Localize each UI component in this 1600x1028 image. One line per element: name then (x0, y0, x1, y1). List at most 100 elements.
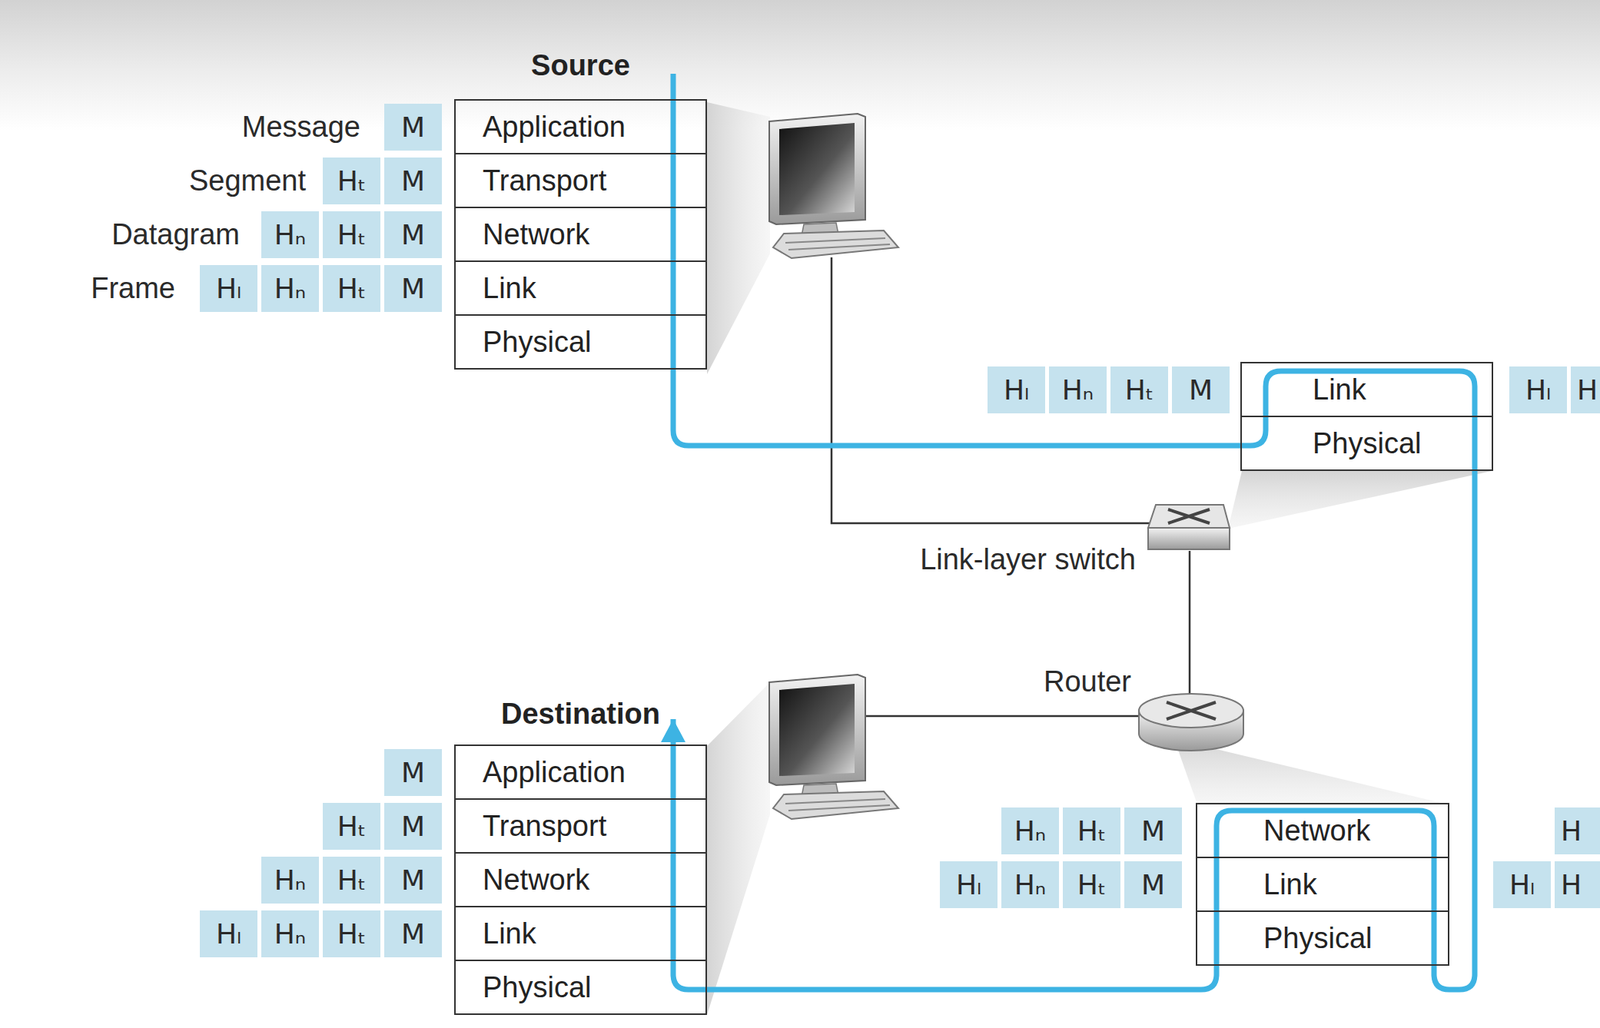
header-text: Hₙ (274, 918, 306, 950)
header-cell: Hₗ (939, 861, 998, 909)
protocol-stack: SourceApplicationTransportNetworkLinkPhy… (454, 99, 708, 370)
network-wire (831, 257, 1150, 524)
header-cell: H (1570, 366, 1600, 414)
layer-name: Network (1263, 814, 1371, 848)
header-cell: M (384, 157, 442, 205)
header-text: Hₜ (337, 810, 367, 843)
header-text: M (401, 756, 425, 789)
network-wire (1188, 551, 1192, 696)
header-text: Hₜ (1125, 374, 1155, 406)
layer-name: Physical (482, 325, 592, 359)
header-text: M (401, 918, 425, 950)
keyboard-keys (785, 799, 886, 804)
header-text: Hₗ (956, 869, 982, 901)
header-text: M (1188, 374, 1213, 406)
layer-box: Physical (1195, 910, 1450, 966)
header-cell: H (1554, 861, 1600, 909)
header-text: Hₜ (337, 918, 367, 950)
network-wire (863, 715, 1141, 718)
layer-box: Link (454, 906, 708, 962)
header-cell: Hₜ (322, 157, 381, 205)
header-text: M (401, 810, 425, 843)
header-cell: Hₜ (322, 265, 381, 313)
monitor-screen (779, 122, 855, 216)
header-text: Hₜ (337, 165, 367, 197)
header-text: Hₜ (337, 864, 367, 897)
switch-arrow (1168, 509, 1210, 524)
router-arrow (1166, 702, 1216, 720)
monitor-frame (769, 113, 866, 225)
layer-name: Application (482, 110, 626, 144)
layer-box: Link (454, 260, 708, 316)
protocol-stack: DestinationApplicationTransportNetworkLi… (454, 744, 708, 1016)
header-cell: Hₜ (1062, 807, 1121, 855)
layer-box: Physical (454, 959, 708, 1016)
pdu-label: Datagram (111, 217, 240, 252)
layer-box: Physical (454, 314, 708, 370)
header-text: Hₙ (1014, 869, 1046, 901)
layer-name: Physical (1263, 922, 1373, 956)
packet-path-line (673, 719, 1435, 990)
layer-name: Transport (482, 164, 607, 198)
header-cell: Hₙ (1001, 807, 1059, 855)
keyboard (773, 230, 899, 259)
layer-name: Physical (1312, 427, 1422, 461)
header-cell: Hₙ (1001, 861, 1059, 909)
header-text: H (1576, 374, 1598, 406)
header-cell: M (384, 910, 442, 958)
layer-box: Network (454, 852, 708, 908)
header-text: M (401, 272, 425, 305)
callout-wedge (707, 682, 771, 1016)
header-cell: Hₜ (322, 211, 381, 259)
computer-icon (769, 113, 899, 259)
header-cell: M (384, 103, 442, 151)
layer-box: Transport (454, 798, 708, 854)
keyboard-keys (788, 244, 890, 250)
header-text: Hₜ (337, 272, 367, 305)
header-cell: Hₜ (1062, 861, 1121, 909)
header-text: Hₜ (1077, 815, 1107, 847)
pdu-label: Frame (90, 271, 176, 306)
packet-path-line (1434, 417, 1475, 990)
header-text: Hₜ (337, 219, 367, 251)
keyboard-keys (785, 238, 886, 243)
header-cell: Hₙ (261, 910, 319, 958)
header-text: M (401, 864, 425, 897)
pdu-label: Link-layer switch (919, 542, 1136, 577)
keyboard (773, 791, 899, 820)
layer-box: Transport (454, 152, 708, 209)
header-text: Hₙ (274, 864, 306, 897)
pdu-label: Segment (189, 163, 306, 198)
monitor-frame (769, 674, 866, 786)
switch-icon (1148, 504, 1230, 550)
header-text: H (1560, 815, 1582, 847)
header-cell: Hₗ (987, 366, 1046, 414)
router-top (1138, 693, 1244, 728)
header-cell: Hₗ (199, 265, 258, 313)
header-cell: M (1124, 807, 1182, 855)
header-cell: M (384, 803, 442, 850)
header-text: Hₙ (1062, 374, 1094, 406)
header-cell: Hₙ (261, 856, 319, 904)
header-cell: Hₜ (322, 910, 381, 958)
header-text: M (401, 111, 425, 143)
layer-name: Link (1263, 868, 1318, 902)
layer-name: Physical (482, 971, 592, 1005)
router-arrow (1166, 702, 1216, 720)
header-cell: M (384, 749, 442, 797)
header-cell: H (1554, 807, 1600, 855)
pdu-label: Router (1043, 664, 1132, 699)
header-text: Hₗ (215, 918, 242, 950)
packet-path-line (673, 73, 1475, 446)
layer-box: Physical (1240, 415, 1494, 472)
header-cell: Hₗ (1509, 366, 1567, 414)
header-cell: Hₙ (1048, 366, 1107, 414)
header-text: M (401, 219, 425, 251)
layer-name: Link (482, 917, 537, 951)
header-text: Hₙ (1014, 815, 1046, 847)
header-text: M (1141, 815, 1166, 847)
layer-name: Network (482, 863, 590, 897)
